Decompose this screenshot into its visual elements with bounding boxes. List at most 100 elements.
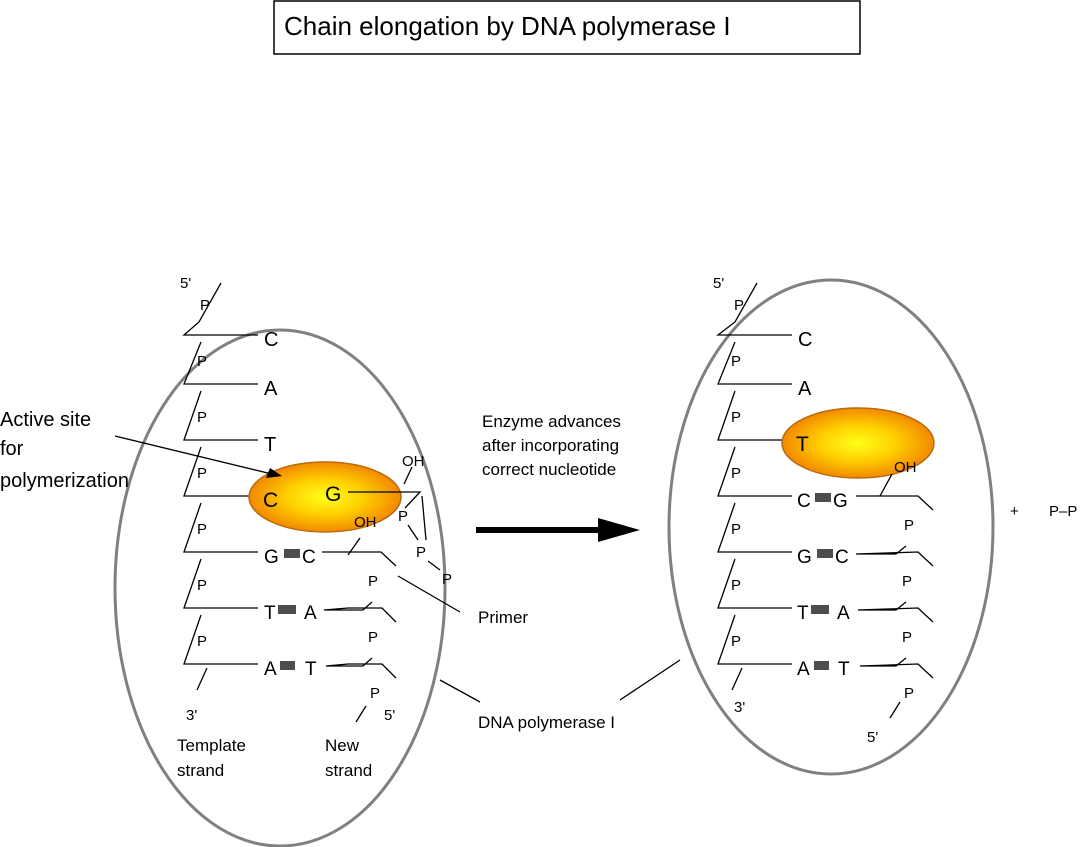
template-base: C xyxy=(798,329,812,351)
polymerase-label: DNA polymerase I xyxy=(478,713,615,732)
new-strand-backbone xyxy=(347,537,361,556)
new-strand-backbone xyxy=(859,657,934,679)
phosphate-symbol: P xyxy=(197,353,207,370)
template-base: A xyxy=(264,378,278,400)
template-base: A xyxy=(798,378,812,400)
incoming-nucleotide-link xyxy=(348,491,422,509)
new-strand-base: C xyxy=(302,547,316,568)
active-site-label: polymerization xyxy=(0,470,129,492)
triphosphate-p: P xyxy=(398,508,408,525)
plus-sign: + xyxy=(1010,503,1019,520)
template-base: T xyxy=(264,434,276,456)
new-strand-label: strand xyxy=(325,761,372,780)
title-box xyxy=(273,0,861,55)
phosphate-symbol: P xyxy=(370,685,380,702)
phosphate-symbol: P xyxy=(368,629,378,646)
base-pair-bond xyxy=(278,605,296,614)
active-site xyxy=(248,461,402,533)
phosphate-symbol: P xyxy=(368,573,378,590)
template-base: C xyxy=(264,329,278,351)
template-backbone xyxy=(183,614,258,665)
template-backbone xyxy=(183,446,258,497)
template-base: T xyxy=(797,603,809,624)
base-pair-bond xyxy=(280,661,295,670)
active-site xyxy=(781,407,935,479)
base-pair-bond xyxy=(811,605,829,614)
template-base: A xyxy=(797,659,810,680)
new-strand-base: A xyxy=(837,603,850,624)
new-strand-5-prime-label: 5' xyxy=(384,707,395,724)
new-strand-backbone xyxy=(879,473,893,497)
template-3-prime-label: 3' xyxy=(734,699,745,716)
template-backbone xyxy=(182,282,258,336)
phosphate-symbol: P xyxy=(904,685,914,702)
phosphate-symbol: P xyxy=(197,521,207,538)
template-base: C xyxy=(263,489,278,512)
new-strand-backbone xyxy=(325,657,397,679)
template-5-prime-label: 5' xyxy=(180,275,191,292)
template-backbone xyxy=(717,614,792,665)
new-strand-backbone xyxy=(322,551,397,567)
primer-pointer xyxy=(397,575,461,613)
template-base: T xyxy=(264,603,276,624)
incoming-base: G xyxy=(325,483,341,506)
new-strand-backbone xyxy=(323,601,397,623)
template-backbone xyxy=(717,341,792,385)
template-backbone xyxy=(716,282,792,336)
triphosphate-bond xyxy=(421,495,427,541)
new-strand-base: T xyxy=(838,659,850,680)
pyrophosphate-label: P–P xyxy=(1049,503,1077,520)
base-pair-bond xyxy=(284,549,300,558)
template-backbone xyxy=(731,667,743,691)
new-strand-backbone xyxy=(856,495,934,511)
template-backbone xyxy=(717,558,792,609)
triphosphate-p: P xyxy=(442,571,452,588)
phosphate-symbol: P xyxy=(731,465,741,482)
before-panel: P P P P P P P 5' 3' C A T C G T A C A T … xyxy=(113,275,452,847)
template-backbone xyxy=(183,390,258,441)
template-backbone xyxy=(183,341,258,385)
template-backbone xyxy=(717,446,792,497)
new-strand-base: G xyxy=(833,491,848,512)
new-strand-base: T xyxy=(305,659,317,680)
template-base: G xyxy=(264,547,279,568)
phosphate-symbol: P xyxy=(200,297,210,314)
triphosphate-bond xyxy=(407,524,419,541)
advance-caption: correct nucleotide xyxy=(482,460,616,479)
hydroxyl-label: OH xyxy=(402,453,425,470)
new-strand-backbone xyxy=(355,705,367,723)
advance-caption: after incorporating xyxy=(482,436,619,455)
template-base: T xyxy=(796,433,809,456)
phosphate-symbol: P xyxy=(197,577,207,594)
polymerase-enzyme-outline xyxy=(667,278,995,776)
phosphate-symbol: P xyxy=(197,633,207,650)
base-pair-bond xyxy=(817,549,833,558)
phosphate-symbol: P xyxy=(731,353,741,370)
phosphate-symbol: P xyxy=(904,517,914,534)
template-backbone xyxy=(717,390,792,441)
polymerase-pointer-left xyxy=(439,679,481,703)
template-strand-label: strand xyxy=(177,761,224,780)
phosphate-symbol: P xyxy=(731,577,741,594)
template-base: G xyxy=(797,547,812,568)
after-panel: P P P P P P P 5' 3' C A T C G T A G C A … xyxy=(667,275,995,776)
phosphate-symbol: P xyxy=(902,573,912,590)
hydroxyl-label: OH xyxy=(354,514,377,531)
template-backbone xyxy=(717,502,792,553)
active-site-label: for xyxy=(0,438,24,460)
active-site-pointer xyxy=(114,435,277,476)
template-backbone xyxy=(196,667,208,691)
advance-caption: Enzyme advances xyxy=(482,412,621,431)
new-strand-backbone xyxy=(855,545,934,567)
template-3-prime-label: 3' xyxy=(186,707,197,724)
phosphate-symbol: P xyxy=(731,409,741,426)
template-base: C xyxy=(797,491,811,512)
page-title: Chain elongation by DNA polymerase I xyxy=(284,11,731,41)
phosphate-symbol: P xyxy=(731,633,741,650)
new-strand-label: New xyxy=(325,736,360,755)
template-strand-label: Template xyxy=(177,736,246,755)
template-5-prime-label: 5' xyxy=(713,275,724,292)
phosphate-symbol: P xyxy=(902,629,912,646)
phosphate-symbol: P xyxy=(734,297,744,314)
